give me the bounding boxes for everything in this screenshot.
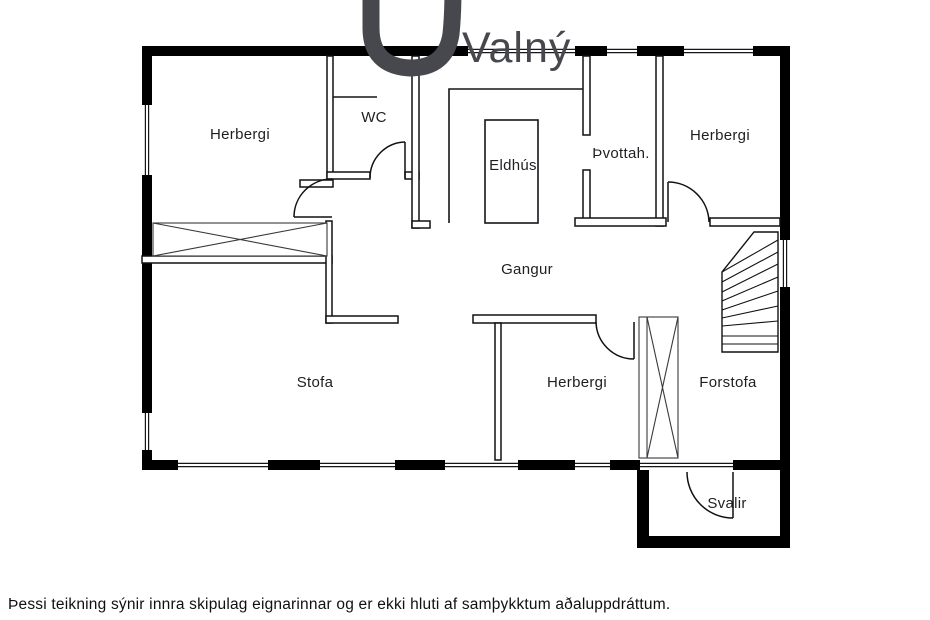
window-symbol	[780, 240, 790, 287]
balcony-door-opening	[687, 460, 733, 470]
staircase-symbol	[721, 231, 779, 353]
window-symbol	[445, 460, 518, 470]
wall-hall-kitchen	[411, 55, 420, 229]
brand-logo-mark-icon	[362, 0, 462, 77]
disclaimer-text: Þessi teikning sýnir innra skipulag eign…	[8, 596, 671, 613]
wall-right	[780, 46, 790, 548]
window-symbol	[684, 46, 753, 56]
wardrobe-symbol	[152, 222, 328, 257]
room-label-thvottahus: Þvottah.	[592, 145, 649, 162]
window-symbol	[178, 460, 268, 470]
wall-herbergi-tr-bottom	[709, 217, 781, 227]
door-arc-herbergi-top-left	[293, 178, 333, 218]
windows	[142, 46, 790, 470]
wall-top	[142, 46, 790, 56]
room-labels: Herbergi WC Eldhús Þvottah. Herbergi Gan…	[210, 109, 757, 512]
fixtures	[333, 88, 583, 224]
room-label-eldhus: Eldhús	[489, 157, 537, 174]
exterior-walls	[142, 46, 790, 548]
wall-thvottahus-left-upper	[582, 55, 591, 136]
wall-hall-kitchen-foot	[411, 220, 431, 229]
window-symbol	[320, 460, 395, 470]
window-symbol	[575, 460, 610, 470]
kitchen-island	[484, 119, 539, 224]
room-label-wc: WC	[361, 109, 387, 126]
wardrobe-symbol	[638, 316, 679, 459]
interior-walls	[141, 55, 781, 461]
wall-herbergi-wc	[326, 55, 334, 178]
window-symbol	[468, 46, 575, 56]
wall-herbergi-bottom-left	[494, 322, 502, 461]
room-label-stofa: Stofa	[297, 374, 334, 391]
door-arc-svalir	[686, 471, 734, 519]
room-label-gangur: Gangur	[501, 261, 553, 278]
wall-herbergi-stofa	[141, 255, 333, 264]
window-symbol	[640, 460, 687, 470]
balcony-wall-bottom	[637, 536, 790, 548]
doors	[293, 141, 734, 519]
window-symbol	[142, 413, 152, 450]
wall-thvottahus-bottom	[574, 217, 667, 227]
room-label-herbergi-bottom: Herbergi	[547, 374, 607, 391]
room-label-herbergi-top-right: Herbergi	[690, 127, 750, 144]
balcony-wall-left	[637, 470, 649, 548]
wall-herbergi-bottom-top	[472, 314, 597, 324]
room-label-svalir: Svalir	[707, 495, 746, 512]
wall-herbergi-door-stub	[299, 179, 334, 188]
door-arc-herbergi-bottom	[595, 321, 635, 360]
wall-gangur-stofa-horiz	[325, 315, 399, 324]
room-label-herbergi-top-left: Herbergi	[210, 126, 270, 143]
wall-wc-bottom-left	[326, 171, 371, 180]
brand-logo: Valný	[362, 0, 571, 77]
door-arc-wc	[369, 141, 406, 179]
wall-thvottahus-left-lower	[582, 169, 591, 220]
window-symbol	[607, 46, 637, 56]
window-symbol	[142, 105, 152, 175]
kitchen-zone-line	[448, 88, 583, 223]
brand-logo-text: Valný	[462, 24, 571, 72]
wardrobes	[152, 222, 679, 459]
wall-thvottahus-herbergi	[655, 55, 664, 227]
door-arc-herbergi-top-right	[667, 181, 710, 223]
room-label-forstofa: Forstofa	[699, 374, 757, 391]
